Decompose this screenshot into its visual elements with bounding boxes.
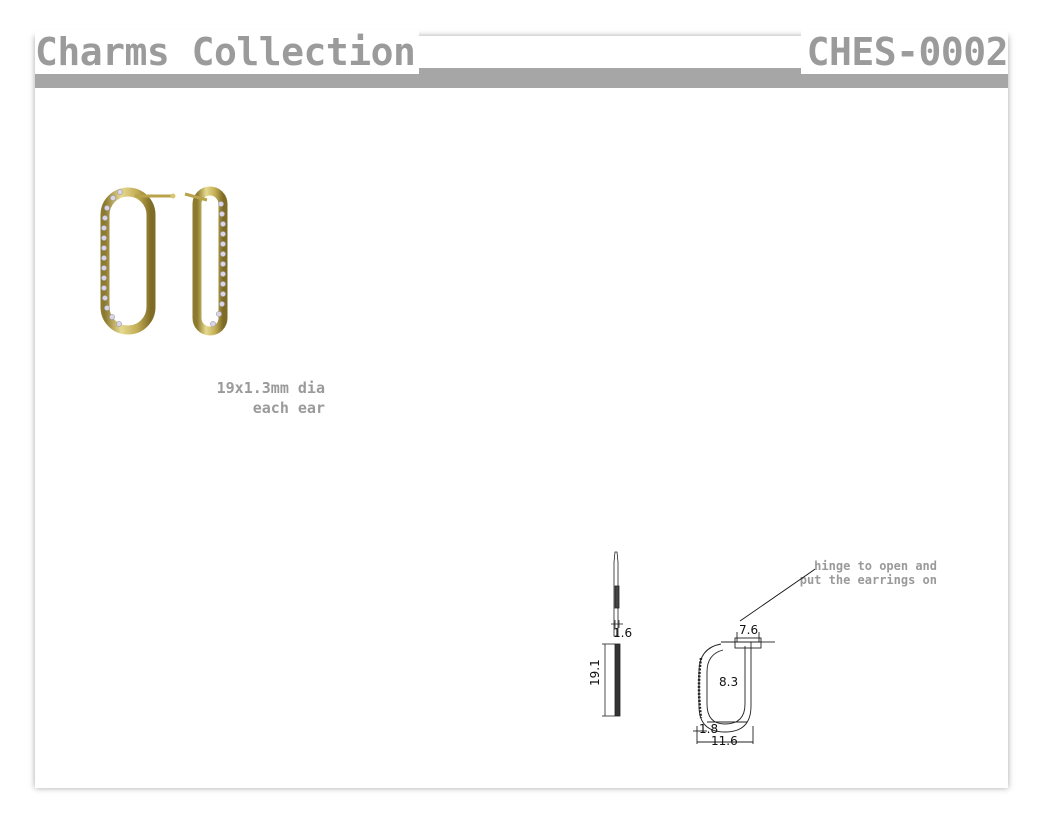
hinge-note: hinge to open and put the earrings on xyxy=(775,559,937,587)
product-code: CHES-0002 xyxy=(800,30,1009,74)
right-earring xyxy=(184,186,228,336)
dim-wire: 1.8 xyxy=(699,722,718,736)
technical-drawing: 1.6 19.1 7.6 8.3 1.8 11.6 xyxy=(588,551,815,746)
left-earring xyxy=(100,187,176,335)
hinge-note-line2: put the earrings on xyxy=(799,573,937,587)
size-note-line2: each ear xyxy=(252,399,325,417)
size-note-line1: 19x1.3mm dia xyxy=(216,379,325,397)
dim-side-width: 1.6 xyxy=(613,626,632,640)
dim-inner-width: 8.3 xyxy=(719,675,738,689)
dim-height: 19.1 xyxy=(588,659,602,686)
collection-title: Charms Collection xyxy=(35,30,420,74)
side-view xyxy=(602,551,623,717)
earring-render xyxy=(100,186,228,336)
front-view xyxy=(693,568,815,744)
dim-overall-width: 11.6 xyxy=(711,734,738,746)
size-note: 19x1.3mm dia each ear xyxy=(195,378,325,418)
hinge-note-line1: hinge to open and xyxy=(814,559,937,573)
dim-top-width: 7.6 xyxy=(739,623,758,637)
drawing-sheet: Charms Collection CHES-0002 xyxy=(35,30,1009,788)
